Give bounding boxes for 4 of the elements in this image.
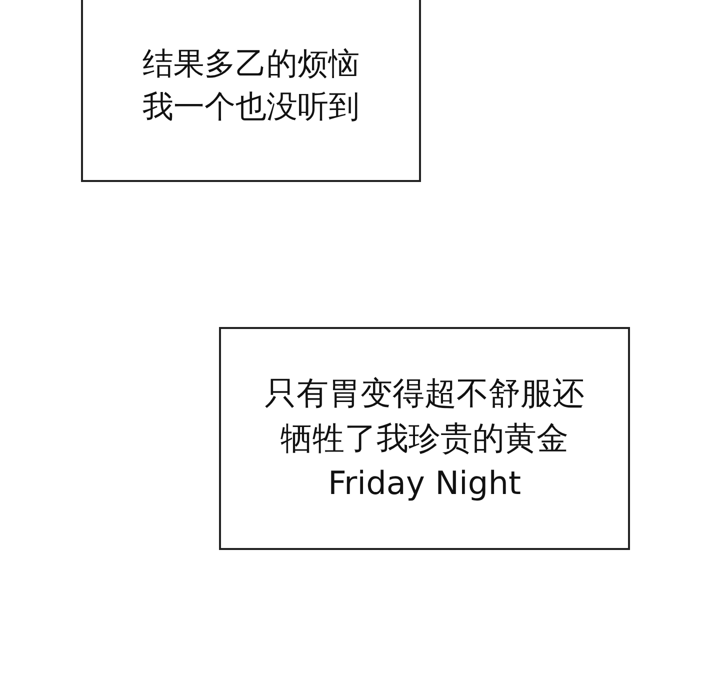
caption-text: 只有胃变得超不舒服还牺牲了我珍贵的黄金Friday Night — [264, 373, 584, 504]
caption-box — [81, 0, 421, 182]
caption-box — [219, 327, 630, 550]
caption-text: 结果多乙的烦恼我一个也没听到 — [142, 44, 360, 127]
